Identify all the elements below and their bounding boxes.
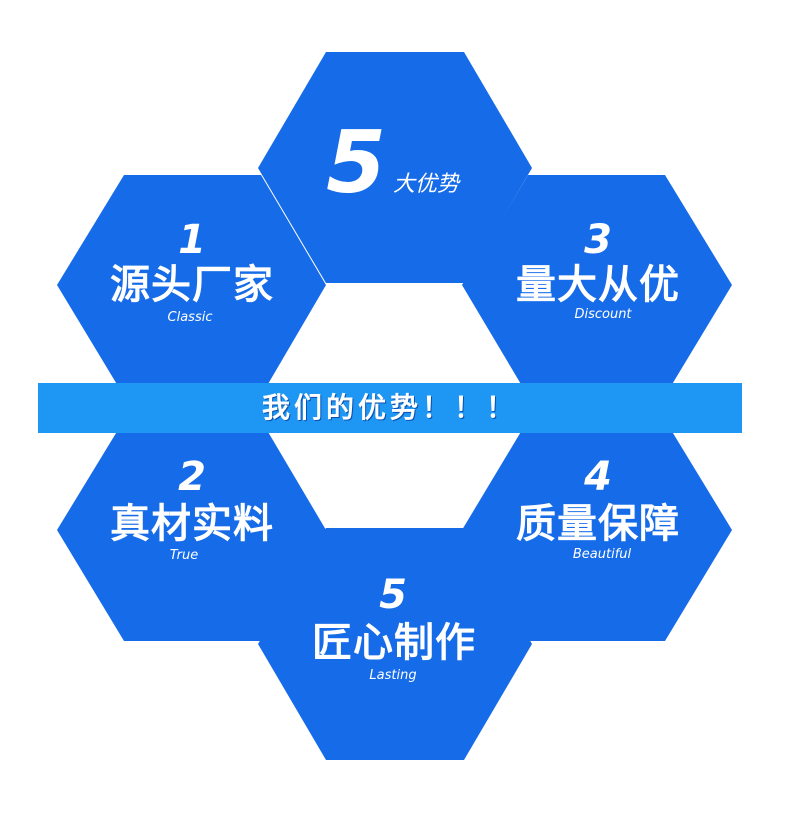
advantage-1-title: 源头厂家 [110,262,274,308]
hexagon-left-upper [57,175,326,396]
banner-text: 我们的优势！！！ [261,391,518,424]
advantage-5-number: 5 [379,572,407,618]
hexagon-right-upper [462,175,732,396]
hexagon-bottom [258,528,532,760]
header-big-number: 5 [326,113,386,213]
advantage-4-subtitle: Beautiful [572,547,632,562]
advantages-banner: 我们的优势！！！ [38,383,742,433]
hexagon-left-lower [57,420,326,641]
advantage-5-title: 匠心制作 [312,620,476,666]
advantage-4-number: 4 [584,454,612,500]
advantage-1-number: 1 [178,217,206,263]
advantage-2-number: 2 [178,454,206,500]
header-label: 大优势 [392,172,460,197]
advantage-1-subtitle: Classic [167,310,213,325]
hexagon-top [258,52,532,283]
advantage-3-title: 量大从优 [516,262,680,308]
hexagon-right-lower [462,420,732,641]
advantage-3-number: 3 [584,217,612,263]
advantage-2-title: 真材实料 [110,501,274,547]
advantage-4-title: 质量保障 [516,501,680,547]
advantage-3-subtitle: Discount [574,307,632,322]
advantage-2-subtitle: True [169,548,199,563]
advantage-5-subtitle: Lasting [369,668,417,683]
